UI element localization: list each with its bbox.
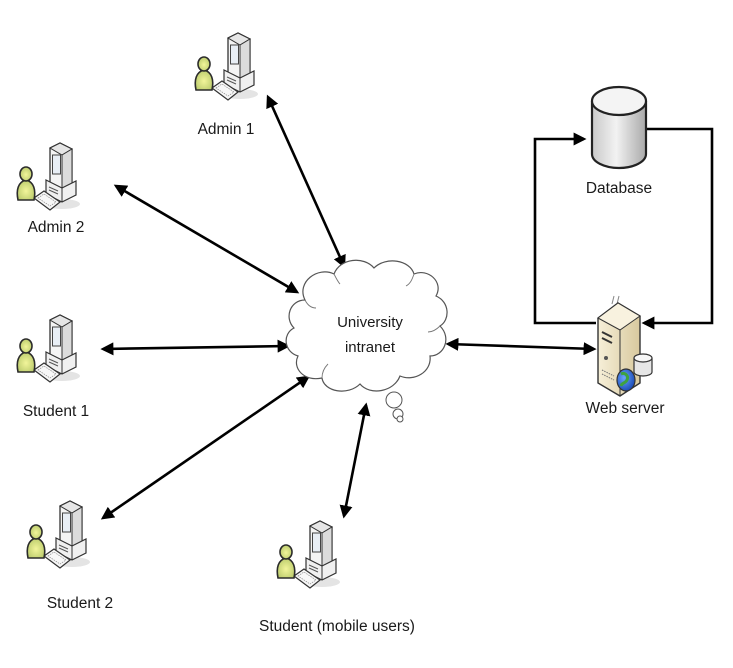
node-label: Student 2 <box>47 595 113 612</box>
user-workstation-icon <box>276 520 341 589</box>
user-workstation-icon <box>194 32 259 101</box>
node-webserver[interactable]: Web server <box>586 295 665 417</box>
connections <box>100 94 714 520</box>
connection-mobile-intranet <box>339 402 371 519</box>
node-student2[interactable]: Student 2 <box>26 500 113 612</box>
node-label: Admin 2 <box>28 219 85 236</box>
node-label: Web server <box>586 400 665 417</box>
connection-admin2-intranet <box>113 184 300 294</box>
node-label: Database <box>586 180 652 197</box>
node-label: Student (mobile users) <box>259 618 415 635</box>
cloud-icon <box>285 259 448 392</box>
intranet-label-line1: University <box>337 314 403 331</box>
node-database[interactable]: Database <box>586 85 652 197</box>
node-admin1[interactable]: Admin 1 <box>194 32 259 138</box>
connection-admin1-intranet <box>266 94 346 269</box>
node-student1[interactable]: Student 1 <box>16 314 89 420</box>
connection-webserver-database <box>533 132 596 325</box>
connection-intranet-webserver <box>445 337 597 356</box>
connection-student2-intranet <box>100 375 311 520</box>
user-workstation-icon <box>16 142 81 211</box>
user-workstation-icon <box>16 314 81 383</box>
intranet-label-line2: intranet <box>345 339 396 356</box>
database-icon <box>590 85 648 170</box>
node-label: Admin 1 <box>198 121 255 138</box>
node-student-mobile[interactable]: Student (mobile users) <box>259 520 415 635</box>
connection-database-webserver <box>641 127 714 330</box>
node-label: Student 1 <box>23 403 89 420</box>
connection-student1-intranet <box>100 339 291 356</box>
intranet-cloud[interactable]: University intranet <box>285 259 448 423</box>
web-server-icon <box>597 295 653 397</box>
user-workstation-icon <box>26 500 91 569</box>
node-admin2[interactable]: Admin 2 <box>16 142 85 236</box>
